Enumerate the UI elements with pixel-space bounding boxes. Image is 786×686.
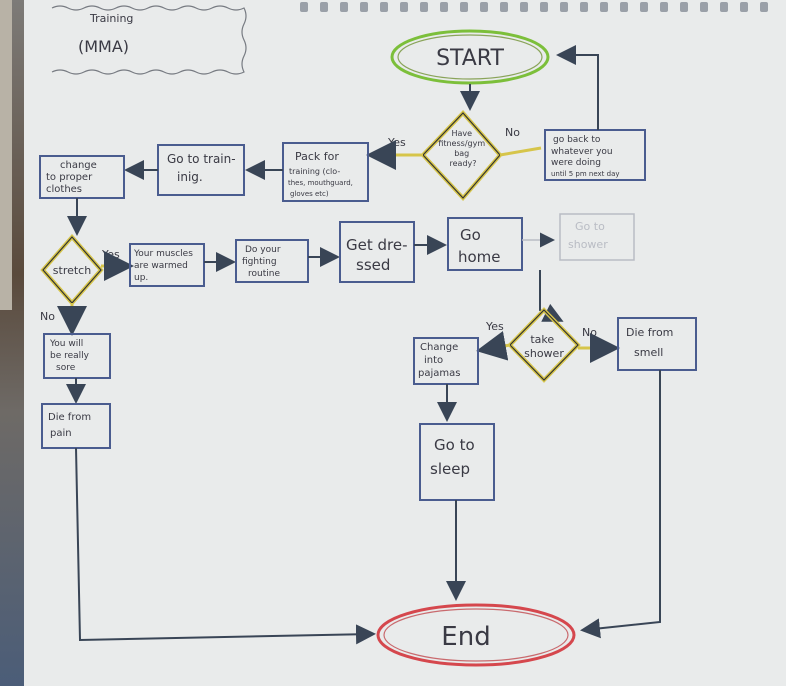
svg-text:take shower: take shower	[524, 333, 564, 360]
svg-text:Your muscles are warmed: Your muscles are warmed up.	[133, 249, 196, 283]
label-no-shower: No	[582, 326, 597, 339]
svg-text:Die from smell: Die from smell	[626, 326, 677, 359]
spiral-binding	[300, 2, 768, 12]
background-photo-edge	[0, 0, 12, 310]
box-get-dressed: Get dre- ssed	[339, 221, 415, 283]
box-die-smell: Die from smell	[617, 317, 697, 371]
label-yes-shower: Yes	[485, 320, 504, 333]
box-go-training: Go to train- inig.	[157, 144, 245, 196]
label-yes-stretch: Yes	[101, 248, 120, 261]
svg-text:Go to train- inig.: Go to train- inig.	[167, 152, 239, 184]
decision-stretch: stretch	[40, 233, 104, 307]
svg-text:Pack for training (clo-: Pack for training (clo- thes, mouthguard…	[288, 145, 358, 198]
svg-text:Go home: Go home	[458, 226, 501, 266]
label-yes-bag: Yes	[387, 136, 406, 149]
svg-text:stretch: stretch	[53, 264, 91, 277]
label-no-bag: No	[505, 126, 520, 139]
start-label: START	[436, 46, 504, 71]
box-change-pajamas: Change into pajamas	[413, 337, 479, 385]
box-go-back: go back to whatever you were doing until…	[544, 129, 646, 181]
edge-no-bag	[499, 146, 542, 157]
box-sore: You will be really sore	[43, 333, 111, 379]
title-note-line1: Training	[89, 12, 133, 25]
box-go-sleep: Go to sleep	[419, 423, 495, 501]
svg-text:go back to whatever you: go back to whatever you were doing until…	[551, 135, 620, 178]
svg-text:Do your fighting r: Do your fighting routine	[242, 245, 283, 279]
edge-yes-shower	[476, 331, 511, 361]
svg-text:Get dre- ssed: Get dre- ssed	[346, 236, 412, 274]
label-no-stretch: No	[40, 310, 55, 323]
decision-bag-text: Have fitness/gym bag ready?	[438, 129, 487, 168]
end-label: End	[441, 622, 490, 652]
box-change-clothes: change to proper clothes	[39, 155, 125, 199]
arrow-go-back-start	[556, 45, 599, 130]
box-shower-faded: Go to shower	[559, 213, 635, 261]
arrow-pain-end	[75, 447, 376, 645]
title-note-line2: (MMA)	[78, 37, 129, 56]
start-node: START	[390, 29, 550, 85]
box-fighting: Do your fighting routine	[235, 239, 309, 283]
svg-text:Go to sleep: Go to sleep	[430, 436, 479, 478]
svg-text:change to proper c: change to proper clothes	[46, 160, 100, 195]
end-node: End	[376, 603, 576, 667]
decision-bag-ready: Have fitness/gym bag ready?	[420, 110, 503, 201]
title-note: Training (MMA)	[51, 5, 247, 75]
box-pack: Pack for training (clo- thes, mouthguard…	[282, 142, 369, 202]
box-die-pain: Die from pain	[41, 403, 111, 449]
decision-take-shower: take shower	[507, 307, 581, 383]
svg-text:Go to shower: Go to shower	[568, 220, 608, 251]
svg-text:You will be really: You will be really sore	[49, 339, 92, 373]
box-go-home: Go home	[447, 217, 523, 271]
svg-text:Die from pain: Die from pain	[48, 412, 94, 439]
arrow-smell-end	[580, 370, 661, 639]
arrow-home-shower	[539, 270, 564, 322]
svg-text:Change into pajama: Change into pajamas	[418, 342, 461, 379]
box-warmed-up: Your muscles are warmed up.	[129, 243, 205, 287]
